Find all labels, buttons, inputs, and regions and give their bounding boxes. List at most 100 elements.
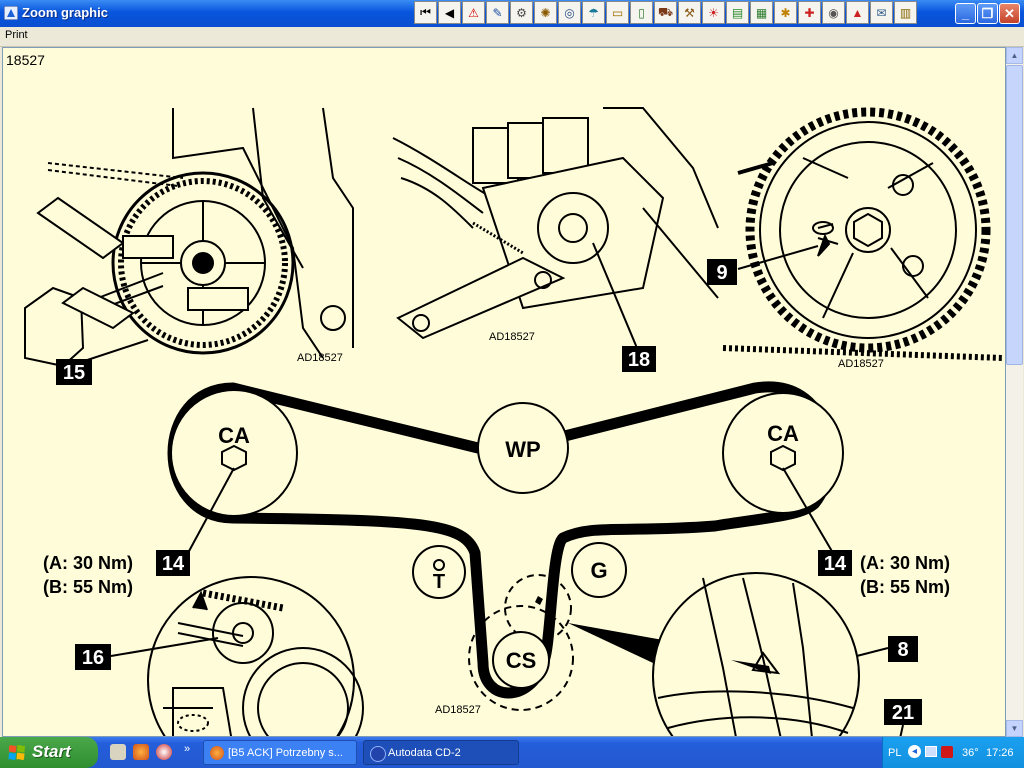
scroll-down-button[interactable]: ▼ xyxy=(1006,720,1023,737)
network-icon[interactable] xyxy=(925,746,937,757)
first-page-button[interactable]: ⏮ xyxy=(414,1,437,24)
wheel-button[interactable]: ◎ xyxy=(558,1,581,24)
graphic-id: 18527 xyxy=(6,52,45,68)
abs-icon: ▲ xyxy=(851,5,864,20)
battery-button[interactable]: ▭ xyxy=(606,1,629,24)
taskbar: Start » [B5 ACK] Potrzebny s... Autodata… xyxy=(0,737,1024,768)
vertical-scrollbar[interactable]: ▲ ▼ xyxy=(1006,47,1023,737)
maximize-button[interactable]: ❐ xyxy=(977,3,998,24)
previous-icon: ◀ xyxy=(444,5,455,20)
title-bar[interactable]: Zoom graphic ⏮ ◀ ⚠ ✎ ⚙ ✺ ◎ ☂ ▭ ▯ ⛟ ⚒ ☀ ▤ ▦ ✱ ✚ ◉ ▲ ✉ ▥ _ ❐ ✕ xyxy=(0,0,1024,27)
autodata-icon xyxy=(370,746,386,762)
car-icon: ⛟ xyxy=(657,4,674,19)
svg-text:16: 16 xyxy=(82,647,104,669)
timing-button[interactable]: ✺ xyxy=(534,1,557,24)
task-firefox-forum[interactable]: [B5 ACK] Potrzebny s... xyxy=(203,740,357,765)
callout-14-left: 14 xyxy=(156,550,190,576)
car-button[interactable]: ⛟ xyxy=(654,1,677,24)
airbag-icon: ◉ xyxy=(828,5,839,20)
service-icon: ✉ xyxy=(876,5,887,20)
display-icon: ▤ xyxy=(731,5,744,20)
figure-code: AD18527 xyxy=(435,704,481,716)
pulley-camshaft-left: CA xyxy=(170,389,298,517)
torque-a-right: (A: 30 Nm) xyxy=(860,553,950,573)
svg-text:CS: CS xyxy=(506,648,537,673)
svg-text:14: 14 xyxy=(824,553,847,575)
previous-button[interactable]: ◀ xyxy=(438,1,461,24)
pulley-guide: G xyxy=(571,542,627,598)
brakes-button[interactable]: ✚ xyxy=(798,1,821,24)
callout-16: 16 xyxy=(75,644,111,670)
callout-8: 8 xyxy=(888,636,918,662)
diagnostics-button[interactable]: ☂ xyxy=(582,1,605,24)
callout-9: 9 xyxy=(707,259,737,285)
service-button[interactable]: ✉ xyxy=(870,1,893,24)
connector-icon: ▦ xyxy=(755,5,768,20)
engine-icon: ⚙ xyxy=(516,5,527,20)
menu-print[interactable]: Print xyxy=(5,29,28,41)
figure-code: AD18527 xyxy=(489,331,535,343)
warning-icon: ⚠ xyxy=(468,5,479,20)
timing-icon: ✺ xyxy=(540,5,551,20)
clock: 17:26 xyxy=(986,747,1014,759)
climate-button[interactable]: ✱ xyxy=(774,1,797,24)
svg-text:T: T xyxy=(433,571,445,593)
quick-launch-more[interactable]: » xyxy=(184,743,191,755)
close-button[interactable]: ✕ xyxy=(999,3,1020,24)
leader-21 xyxy=(899,724,904,736)
detail-sprocket-mark xyxy=(722,107,1004,361)
torque-b-right: (B: 55 Nm) xyxy=(860,577,950,597)
display-button[interactable]: ▤ xyxy=(726,1,749,24)
svg-text:CA: CA xyxy=(767,421,799,446)
pulley-tensioner: T xyxy=(412,545,466,599)
opera-icon[interactable] xyxy=(156,744,172,760)
toolbar: ⏮ ◀ ⚠ ✎ ⚙ ✺ ◎ ☂ ▭ ▯ ⛟ ⚒ ☀ ▤ ▦ ✱ ✚ ◉ ▲ ✉ ▥ xyxy=(414,1,917,26)
warning-button[interactable]: ⚠ xyxy=(462,1,485,24)
svg-text:8: 8 xyxy=(897,639,908,661)
torque-a-left: (A: 30 Nm) xyxy=(43,553,133,573)
tray-back-icon[interactable]: ◂ xyxy=(908,745,921,758)
bulb-button[interactable]: ☀ xyxy=(702,1,725,24)
firefox-icon[interactable] xyxy=(133,744,149,760)
language-indicator[interactable]: PL xyxy=(888,747,902,759)
svg-text:WP: WP xyxy=(505,437,540,462)
svg-text:9: 9 xyxy=(716,262,727,284)
task-autodata[interactable]: Autodata CD-2 xyxy=(363,740,519,765)
app-icon xyxy=(4,6,18,20)
svg-text:G: G xyxy=(590,558,607,583)
minimize-button[interactable]: _ xyxy=(955,3,976,24)
notes-icon: ▥ xyxy=(899,5,912,20)
battery-icon: ▭ xyxy=(611,5,624,20)
start-button[interactable]: Start xyxy=(0,737,98,768)
door-button[interactable]: ▯ xyxy=(630,1,653,24)
engine-button[interactable]: ⚙ xyxy=(510,1,533,24)
airbag-button[interactable]: ◉ xyxy=(822,1,845,24)
leader-16 xyxy=(110,637,219,657)
svg-text:18: 18 xyxy=(628,349,650,371)
detail-coil-bracket xyxy=(392,107,719,349)
scroll-thumb[interactable] xyxy=(1006,65,1023,365)
tools-button[interactable]: ⚒ xyxy=(678,1,701,24)
connector-button[interactable]: ▦ xyxy=(750,1,773,24)
antivirus-icon[interactable] xyxy=(941,746,953,758)
callout-18: 18 xyxy=(622,346,656,372)
notes-button[interactable]: ▥ xyxy=(894,1,917,24)
svg-text:21: 21 xyxy=(892,702,914,724)
show-desktop-icon[interactable] xyxy=(110,744,126,760)
abs-button[interactable]: ▲ xyxy=(846,1,869,24)
diagnostics-icon: ☂ xyxy=(588,5,599,20)
graphic-viewport[interactable]: 18527 15 AD18527 xyxy=(2,47,1006,737)
timing-belt-drawing: 15 AD18527 18 AD18527 xyxy=(24,107,1004,736)
technical-data-button[interactable]: ✎ xyxy=(486,1,509,24)
door-icon: ▯ xyxy=(638,5,645,20)
scroll-up-button[interactable]: ▲ xyxy=(1006,47,1023,64)
svg-text:15: 15 xyxy=(63,362,85,384)
windows-logo-icon xyxy=(8,744,25,760)
brakes-icon: ✚ xyxy=(804,5,815,20)
detail-camshaft-lock xyxy=(24,107,354,369)
detail-crankshaft-mark xyxy=(568,572,860,736)
tools-icon: ⚒ xyxy=(684,5,695,20)
pulley-crankshaft: CS xyxy=(468,574,574,711)
system-tray: PL ◂ 36° 17:26 xyxy=(882,737,1024,768)
window-title: Zoom graphic xyxy=(22,5,108,20)
